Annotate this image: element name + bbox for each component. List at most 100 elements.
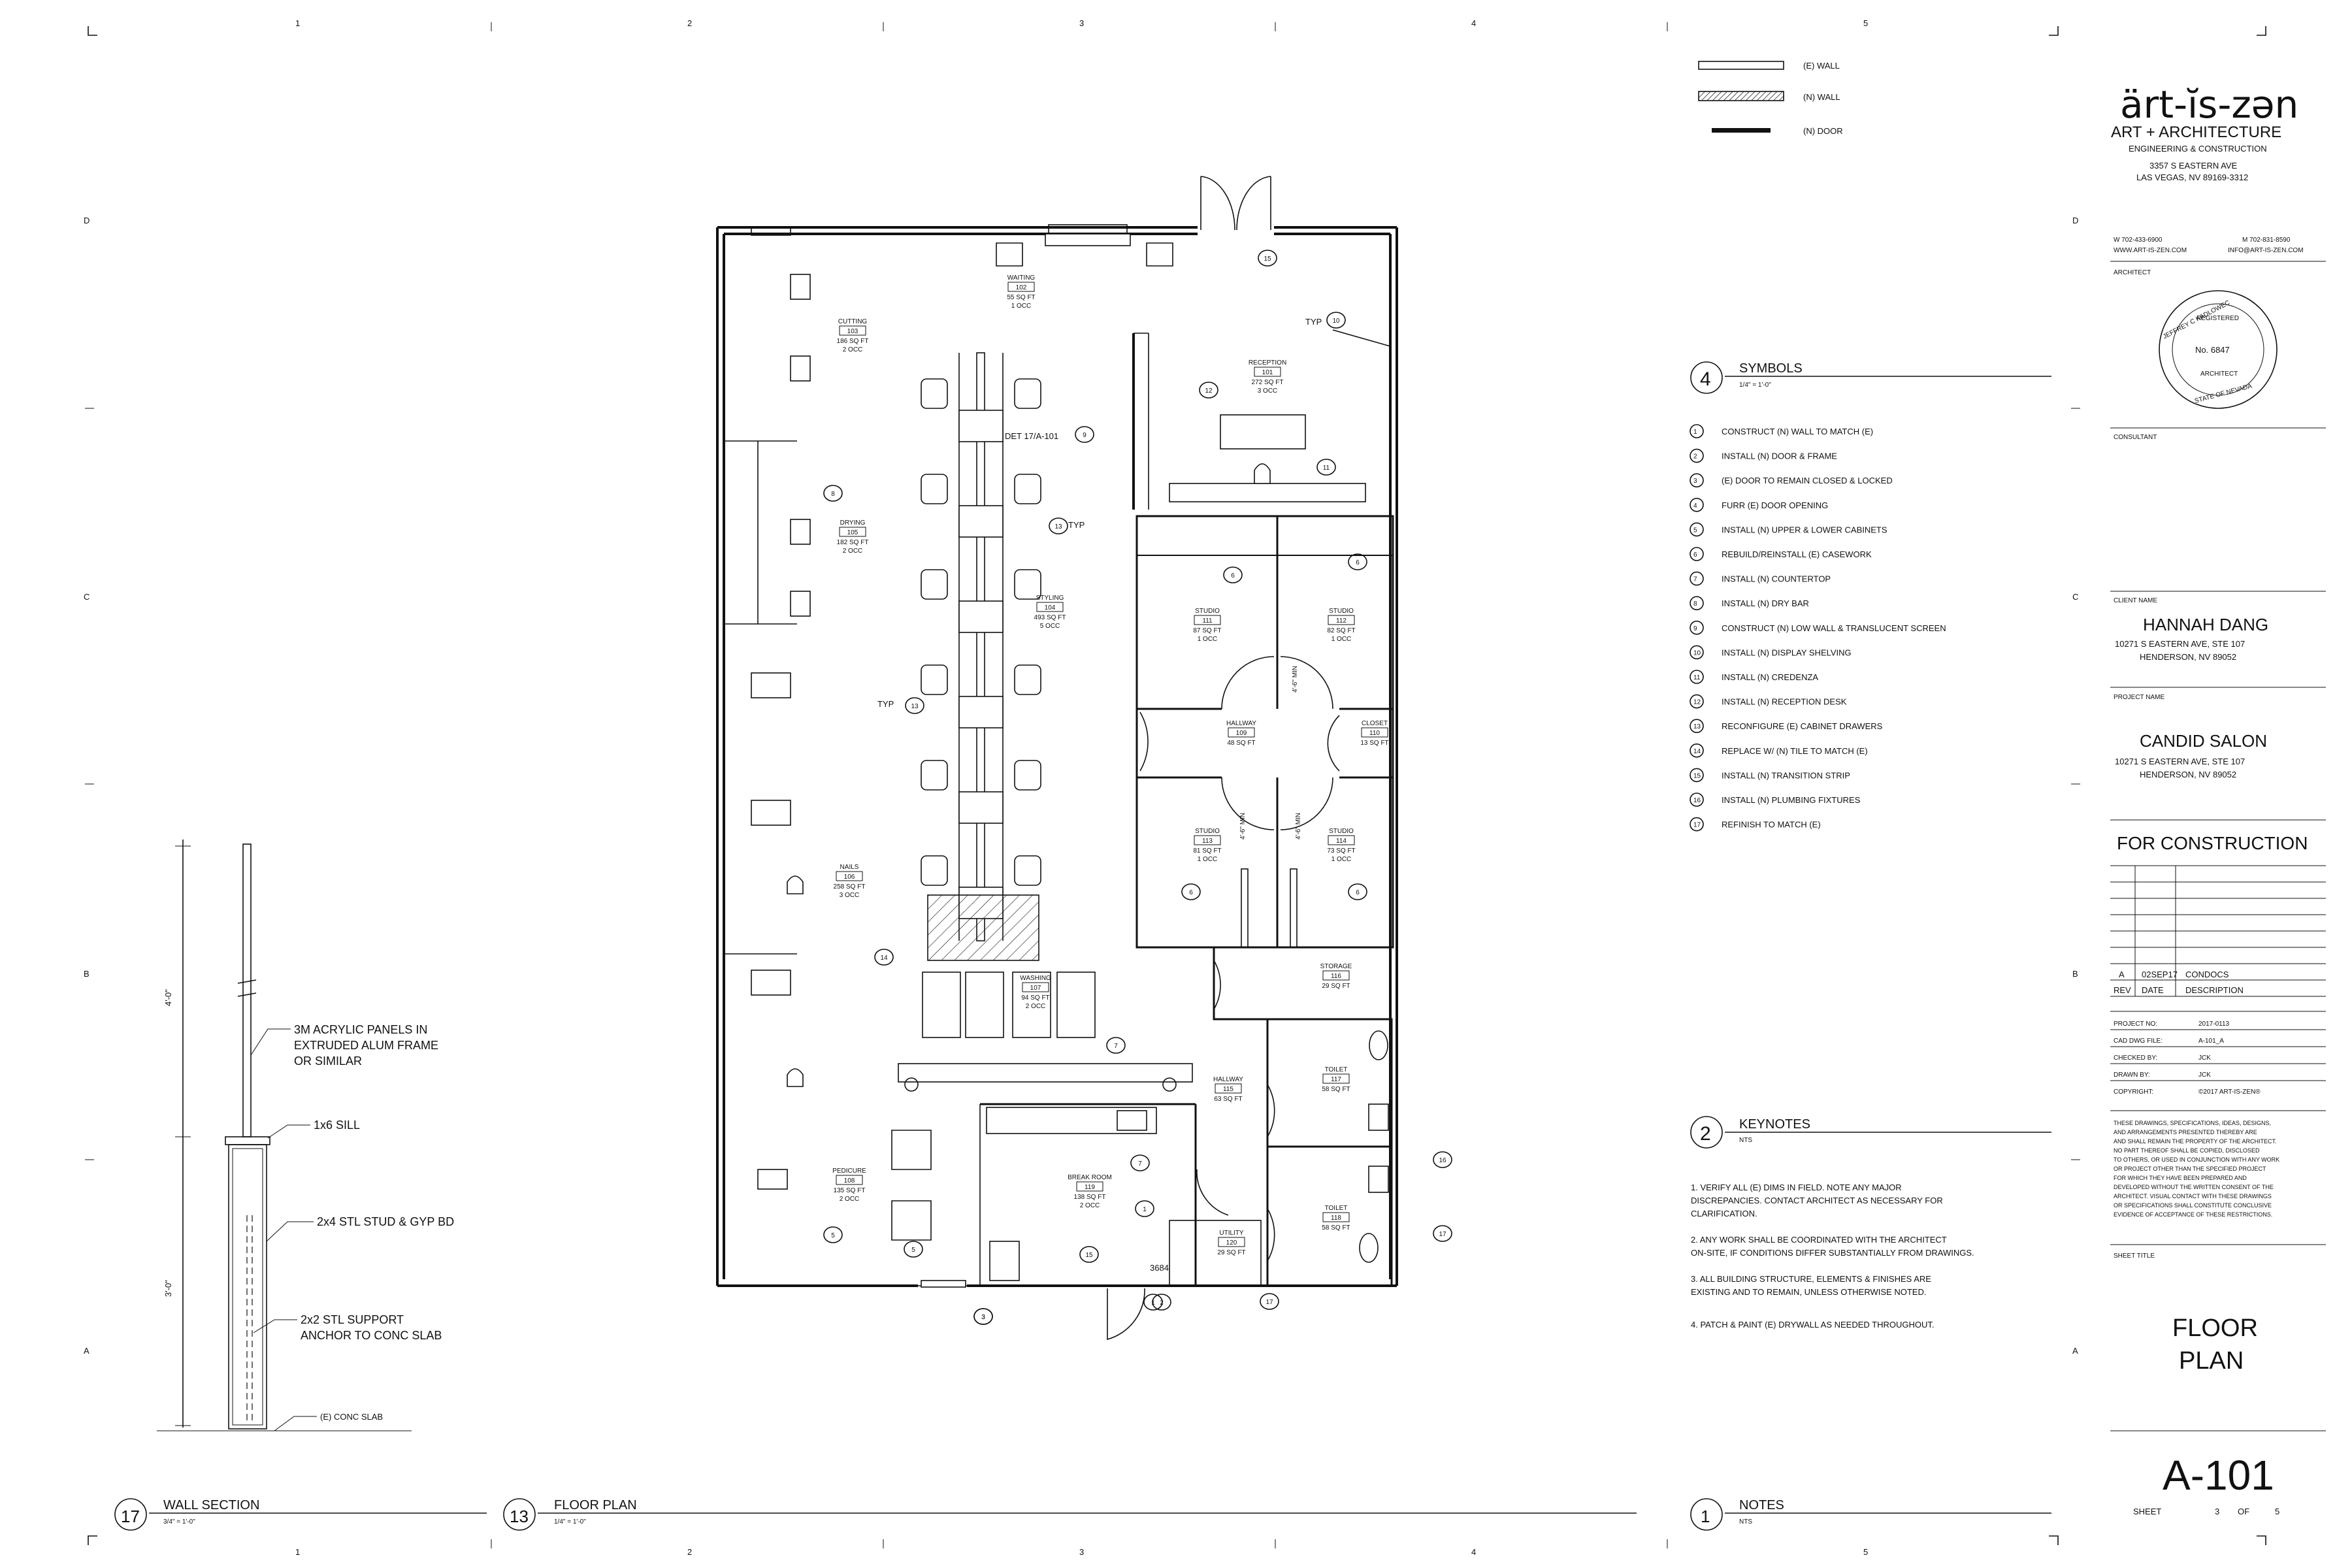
room-occupancy: 1 OCC	[1011, 302, 1032, 310]
symbol-text: CONSTRUCT (N) WALL TO MATCH (E)	[1722, 427, 1873, 436]
symbol-text: INSTALL (N) CREDENZA	[1722, 672, 1818, 682]
room-number-box	[1194, 835, 1221, 845]
notes-scale: NTS	[1739, 1518, 1752, 1526]
room-area: 48 SQ FT	[1227, 740, 1255, 747]
room-name: PEDICURE	[832, 1168, 866, 1175]
wall-note-stud: 2x4 STL STUD & GYP BD	[317, 1215, 454, 1228]
room-area: 87 SQ FT	[1193, 627, 1221, 634]
symbol-number-circle	[1690, 424, 1704, 438]
grid-row-c-right: C	[2072, 592, 2078, 602]
room-number-box	[1322, 1212, 1350, 1222]
room-occupancy: 2 OCC	[843, 547, 863, 555]
sheet-border	[85, 22, 2266, 1548]
tag-number: 5	[831, 1232, 835, 1239]
disclaimer-line: ARCHITECT. VISUAL CONTACT WITH THESE DRA…	[2114, 1193, 2272, 1200]
revision-table: A 02SEP17 CONDOCS REV DATE DESCRIPTION	[2110, 865, 2326, 997]
symbol-text: INSTALL (N) TRANSITION STRIP	[1722, 770, 1850, 780]
tag-shape	[1199, 382, 1218, 399]
symbol-number: 2	[1693, 453, 1697, 461]
sheet-title-line-2: PLAN	[2179, 1347, 2244, 1375]
architect-label: ARCHITECT	[2114, 269, 2151, 276]
sheet-title-line-1: FLOOR	[2172, 1315, 2258, 1342]
room-name: TOILET	[1325, 1205, 1348, 1212]
keynote-tag: 10	[1326, 312, 1346, 329]
room-area: 58 SQ FT	[1322, 1224, 1350, 1232]
info-value: A-101_A	[2198, 1037, 2224, 1045]
grid-col-2-bottom: 2	[687, 1547, 692, 1557]
sheet-total: 5	[2275, 1507, 2279, 1516]
disclaimer-line: NO PART THEREOF SHALL BE COPIED, DISCLOS…	[2114, 1147, 2260, 1154]
room-number-box	[1022, 982, 1049, 992]
symbol-number: 3	[1693, 478, 1697, 485]
symbol-text: INSTALL (N) DISPLAY SHELVING	[1722, 647, 1852, 657]
tag-number: 6	[1189, 889, 1193, 896]
tag-shape	[1079, 1246, 1099, 1263]
room-name: STUDIO	[1195, 608, 1220, 615]
room-name: NAILS	[840, 864, 859, 871]
symbol-number: 8	[1693, 600, 1697, 608]
firm-web: WWW.ART-IS-ZEN.COM	[2114, 247, 2187, 254]
tag-shape	[1348, 553, 1367, 570]
disclaimer-line: FOR WHICH THEY HAVE BEEN PREPARED AND	[2114, 1175, 2247, 1181]
station-cabinet	[958, 505, 1004, 538]
tag-shape	[1130, 1154, 1150, 1171]
room-number-box	[1007, 282, 1035, 292]
tag-shape	[1106, 1037, 1126, 1054]
room-number: 108	[844, 1177, 855, 1184]
room-name: HALLWAY	[1213, 1076, 1243, 1083]
floor-plan-number: 13	[510, 1507, 529, 1526]
tag-number: 6	[1356, 889, 1360, 896]
room-occupancy: 1 OCC	[1331, 636, 1352, 643]
room-area: 186 SQ FT	[837, 338, 869, 345]
tag-number: 6	[1356, 559, 1360, 566]
tag-number: 11	[1323, 465, 1330, 472]
keynotes-number: 2	[1700, 1123, 1711, 1145]
room-area: 272 SQ FT	[1252, 379, 1284, 386]
tag-number: 15	[1085, 1252, 1093, 1259]
firm-phone-m: M 702-831-8590	[2242, 237, 2291, 244]
symbol-number-circle	[1690, 645, 1704, 660]
keynote-tag: 3	[973, 1308, 993, 1325]
tag-number: 13	[911, 703, 919, 710]
symbol-number-circle	[1690, 817, 1704, 832]
symbols-number: 4	[1700, 368, 1711, 390]
keynote-line: CLARIFICATION.	[1691, 1209, 1757, 1218]
styling-chair	[1014, 378, 1041, 409]
grid-row-b-left: B	[84, 969, 90, 979]
exterior-walls	[716, 176, 1398, 1287]
symbol-number: 17	[1693, 822, 1701, 829]
symbol-number: 11	[1693, 674, 1701, 681]
wall-section-scale: 3/4" = 1'-0"	[163, 1518, 195, 1526]
info-key: PROJECT NO:	[2114, 1021, 2157, 1028]
styling-chair	[1014, 664, 1041, 695]
symbol-text: FURR (E) DOOR OPENING	[1722, 500, 1828, 510]
symbol-number-circle	[1690, 670, 1704, 684]
revision-header-desc: DESCRIPTION	[2185, 985, 2244, 995]
symbol-text: REPLACE W/ (N) TILE TO MATCH (E)	[1722, 746, 1868, 756]
symbol-number-circle	[1690, 448, 1704, 463]
room-number-box	[1328, 835, 1355, 845]
disclaimer-line: AND ARRANGEMENTS PRESENTED THEREBY ARE	[2114, 1129, 2257, 1135]
keynote-tag: 1	[1135, 1200, 1154, 1217]
tag-shape	[823, 1226, 843, 1243]
room-number-box	[1218, 1237, 1245, 1247]
tag-number: 13	[1054, 523, 1062, 531]
legend-new-door: (N) DOOR	[1803, 126, 1843, 136]
floor-plan-scale: 1/4" = 1'-0"	[554, 1518, 586, 1526]
rear-rooms	[918, 946, 1393, 1341]
room-number-box	[836, 1175, 863, 1185]
tag-number: 15	[1264, 255, 1271, 263]
stamp-number: No. 6847	[2195, 345, 2230, 355]
symbol-number: 13	[1693, 723, 1701, 730]
keynote-tag: 1	[1143, 1294, 1163, 1311]
wall-legend: (E) WALL (N) WALL (N) DOOR	[1698, 61, 1843, 136]
